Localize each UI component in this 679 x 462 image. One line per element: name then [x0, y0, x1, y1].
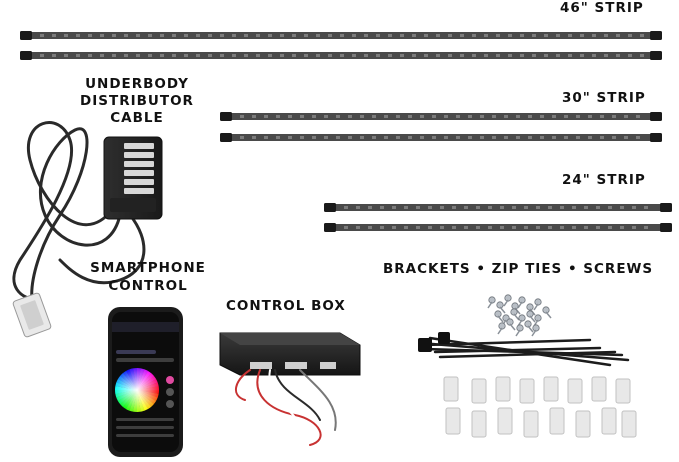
- screws-icon: [487, 294, 552, 337]
- distributor-icon: [103, 136, 163, 220]
- control-box-wires: [235, 369, 337, 446]
- led-dots: [40, 34, 648, 229]
- label-smartphone-line1: SMARTPHONE: [90, 260, 206, 276]
- label-strip-30: 30" STRIP: [562, 90, 646, 106]
- label-smartphone-line2: CONTROL: [108, 278, 188, 294]
- label-distributor-line3: CABLE: [110, 110, 164, 126]
- distributor-plug: [12, 292, 52, 338]
- distributor-cable: [12, 121, 146, 302]
- label-strip-46: 46" STRIP: [560, 0, 644, 16]
- strip-24-bottom: [324, 223, 672, 232]
- control-box-icon: [219, 332, 361, 376]
- strip-30-bottom: [220, 133, 662, 142]
- label-control-box: CONTROL BOX: [226, 298, 346, 314]
- strip-24-top: [324, 203, 672, 212]
- brackets-icon: [443, 376, 637, 438]
- color-wheel-icon: [115, 367, 174, 413]
- label-hardware: BRACKETS • ZIP TIES • SCREWS: [383, 261, 654, 277]
- zip-tie-heads: [418, 332, 450, 352]
- strip-30-top: [220, 112, 662, 121]
- label-distributor-line2: DISTRIBUTOR: [80, 93, 194, 109]
- label-distributor-line1: UNDERBODY: [85, 76, 189, 92]
- zip-ties-icon: [418, 336, 630, 367]
- label-strip-24: 24" STRIP: [562, 172, 646, 188]
